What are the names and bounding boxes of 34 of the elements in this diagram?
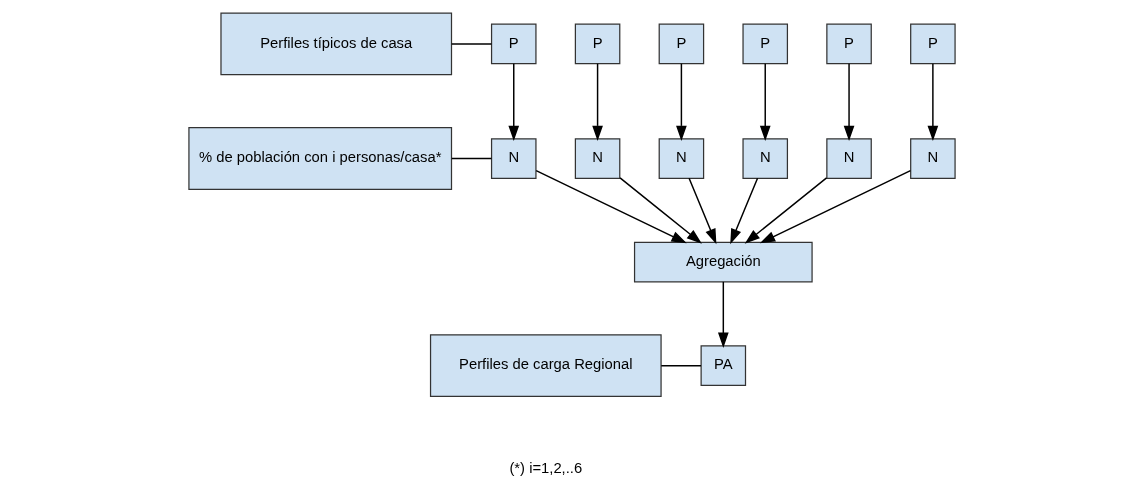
node-box: N: [658, 138, 704, 179]
arrow: [843, 62, 854, 141]
label: (*) i=1,2,..6: [508, 460, 582, 477]
node-box: P: [574, 23, 620, 65]
node-box: P: [658, 23, 704, 65]
arrow: [744, 177, 827, 244]
node-box: N: [574, 138, 620, 179]
node-box: % de población con i personas/casa*: [187, 127, 452, 190]
node-box: Perfiles típicos de casa: [219, 12, 452, 76]
arrow: [927, 62, 938, 141]
arrow: [687, 177, 716, 245]
node-box: PA: [700, 345, 746, 386]
node-box: N: [490, 138, 537, 179]
node-box: P: [909, 23, 956, 65]
arrow: [759, 62, 771, 141]
node-box: N: [909, 138, 956, 179]
arrow: [717, 281, 729, 348]
node-box: P: [825, 23, 872, 65]
node-box: N: [741, 138, 788, 179]
node-box: Agregación: [633, 241, 813, 283]
arrow: [618, 177, 702, 244]
node-box: N: [825, 138, 872, 179]
connector: [450, 157, 492, 160]
arrow: [675, 62, 687, 141]
node-box: P: [490, 23, 537, 65]
arrow: [759, 169, 911, 244]
arrow: [591, 62, 603, 141]
arrow: [729, 177, 758, 245]
connector: [660, 364, 702, 367]
arrow: [534, 169, 687, 244]
connector: [450, 43, 492, 45]
node-box: Perfiles de carga Regional: [429, 334, 662, 398]
node-box: P: [741, 23, 788, 65]
arrow: [507, 62, 519, 141]
